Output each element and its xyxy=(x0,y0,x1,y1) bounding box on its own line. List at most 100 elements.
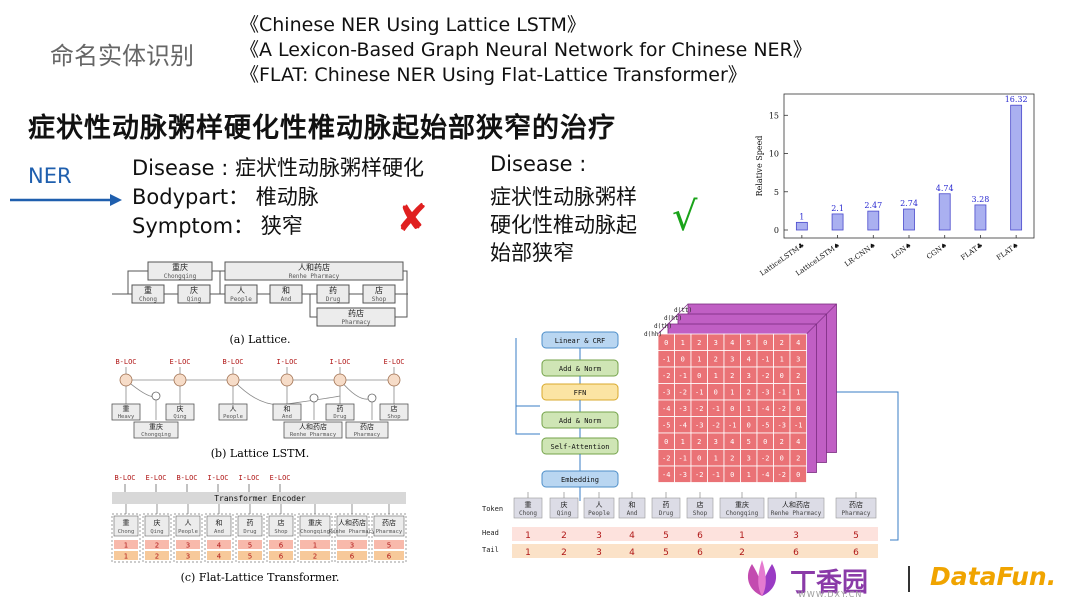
tag-label: B-LOC xyxy=(176,474,197,482)
matrix-value: 4 xyxy=(747,355,751,363)
head-value: 1 xyxy=(124,542,128,550)
token-cn: 人 xyxy=(596,501,603,509)
lattice-char-cn: 店 xyxy=(375,285,383,295)
tail-value: 2 xyxy=(155,553,159,561)
tail-value: 1 xyxy=(525,548,531,558)
speed-bar xyxy=(795,221,808,231)
matrix-value: 1 xyxy=(681,438,685,446)
token-cn: 药 xyxy=(663,500,670,509)
lstm-char-py: Shop xyxy=(387,414,400,420)
matrix-cell xyxy=(789,465,807,483)
token-cn: 药 xyxy=(247,518,254,527)
matrix-value: -1 xyxy=(794,421,802,429)
architecture-block-label: Add & Norm xyxy=(559,417,601,425)
layer-label: d(tt) xyxy=(674,307,692,314)
token-cn: 人 xyxy=(185,519,192,527)
architecture-block-label: Self-Attention xyxy=(550,443,609,451)
lstm-word-py: Chongqing xyxy=(141,432,171,438)
tag-label: I-LOC xyxy=(238,474,259,482)
token-py: Qing xyxy=(557,510,572,517)
lattice-char-py: Drug xyxy=(326,296,341,303)
token-cn: 重 xyxy=(123,519,130,527)
x-tick-label: FLAT♠ xyxy=(995,241,1020,262)
matrix-value: 1 xyxy=(697,355,701,363)
matrix-value: -4 xyxy=(679,421,687,429)
head-cell xyxy=(337,540,367,549)
architecture-block-label: Linear & CRF xyxy=(555,337,606,345)
tail-value: 6 xyxy=(387,553,392,561)
matrix-value: -2 xyxy=(695,471,703,479)
token-cn: 店 xyxy=(697,500,704,509)
tag-label: I-LOC xyxy=(276,358,297,366)
matrix-value: 0 xyxy=(780,372,784,380)
token-cn: 和 xyxy=(629,500,636,509)
matrix-value: -1 xyxy=(761,355,769,363)
token-py: Chong xyxy=(519,510,537,517)
bar-value-label: 2.47 xyxy=(864,201,882,210)
speed-bar xyxy=(903,208,915,231)
token-py: Renhe Pharmacy xyxy=(329,529,376,535)
paper-title: 《FLAT: Chinese NER Using Flat-Lattice Tr… xyxy=(240,64,747,86)
lattice-char-cn: 人 xyxy=(237,286,245,295)
tail-value: 6 xyxy=(697,548,703,558)
lstm-char-cn: 药 xyxy=(337,404,344,413)
architecture-block-label: Add & Norm xyxy=(559,365,601,373)
matrix-value: 2 xyxy=(697,339,701,347)
entity-value: 狭窄 xyxy=(260,214,303,238)
token-box xyxy=(113,515,139,537)
token-py: Qing xyxy=(150,529,163,535)
head-value: 2 xyxy=(561,531,567,541)
ner-arrow-icon xyxy=(10,194,122,206)
head-cell xyxy=(207,540,231,549)
tag-label: B-LOC xyxy=(115,358,136,366)
entity-value: 症状性动脉粥样硬化 xyxy=(235,156,425,180)
tail-cell xyxy=(374,551,404,560)
token-py: Drug xyxy=(659,510,674,517)
matrix-value: -5 xyxy=(761,421,769,429)
slide-title: 症状性动脉粥样硬化性椎动脉起始部狭窄的治疗 xyxy=(28,113,616,144)
matrix-value: -4 xyxy=(662,471,670,479)
matrix-value: -1 xyxy=(695,388,703,396)
lstm-char-cn: 重 xyxy=(123,405,130,413)
token-cn: 药店 xyxy=(382,518,396,527)
matrix-value: -3 xyxy=(695,421,703,429)
matrix-value: 1 xyxy=(730,388,734,396)
tail-row-label: Tail xyxy=(482,546,499,554)
matrix-value: 0 xyxy=(664,339,668,347)
matrix-value: 2 xyxy=(697,438,701,446)
matrix-value: 0 xyxy=(697,372,701,380)
token-py: Pharmacy xyxy=(842,510,871,517)
token-box xyxy=(299,515,331,537)
head-cell xyxy=(374,540,404,549)
matrix-value: 1 xyxy=(747,471,751,479)
lattice-word-cn: 人和药店 xyxy=(298,262,330,272)
entity-disease-value: 硬化性椎动脉起 xyxy=(490,213,637,237)
matrix-value: -3 xyxy=(679,405,687,413)
lattice-word-cn: 重庆 xyxy=(172,262,188,272)
tail-value: 2 xyxy=(313,553,317,561)
matrix-value: -4 xyxy=(761,405,769,413)
token-box xyxy=(268,515,294,537)
matrix-value: 2 xyxy=(796,372,800,380)
head-cell xyxy=(114,540,138,549)
lattice-char-cn: 重 xyxy=(144,285,152,295)
lstm-char-cn: 人 xyxy=(230,405,237,413)
matrix-value: 4 xyxy=(730,438,734,446)
lstm-word-py: Renhe Pharmacy xyxy=(290,432,337,438)
matrix-value: -2 xyxy=(662,454,670,462)
lstm-word-py: Pharmacy xyxy=(354,432,381,438)
head-value: 5 xyxy=(853,531,859,541)
tail-cell xyxy=(145,551,169,560)
matrix-value: 2 xyxy=(714,355,718,363)
matrix-value: -2 xyxy=(778,405,786,413)
bar-value-label: 2.1 xyxy=(831,204,844,213)
matrix-value: -1 xyxy=(679,454,687,462)
lattice-word-py: Renhe Pharmacy xyxy=(289,273,340,280)
head-value: 4 xyxy=(217,542,222,550)
y-axis-label: Relative Speed xyxy=(755,136,764,197)
transformer-encoder-bar xyxy=(112,492,406,504)
figure-caption: (a) Lattice. xyxy=(229,333,290,346)
token-cn: 人和药店 xyxy=(782,500,810,509)
tail-value: 4 xyxy=(629,548,635,558)
